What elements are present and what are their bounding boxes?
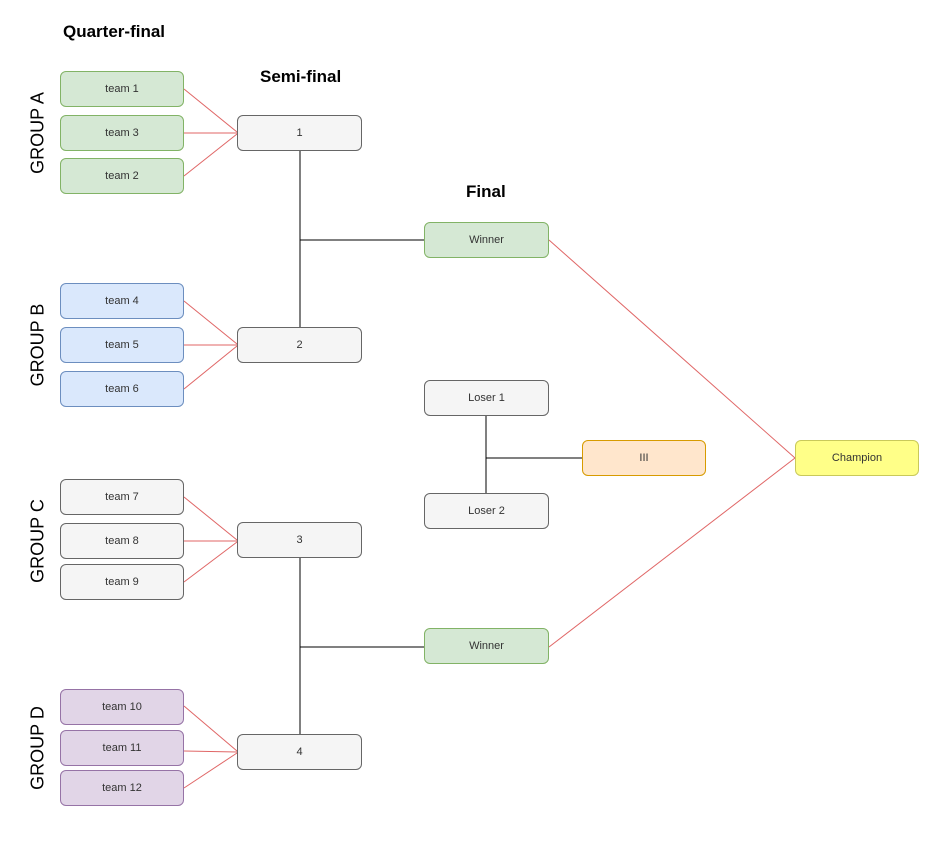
semi-final-node-4[interactable]: 4 — [237, 734, 362, 770]
connector-team12-semi4 — [183, 752, 238, 789]
connector-team4-semi2 — [183, 300, 238, 345]
team-node[interactable]: team 4 — [60, 283, 184, 319]
team-node[interactable]: team 10 — [60, 689, 184, 725]
team-node[interactable]: team 2 — [60, 158, 184, 194]
third-place-node[interactable]: III — [582, 440, 706, 476]
connector-team10-semi4 — [183, 705, 238, 752]
semi-final-title: Semi-final — [260, 67, 342, 86]
team-node[interactable]: team 7 — [60, 479, 184, 515]
connector-team6-semi2 — [183, 345, 238, 390]
connector-winner-bottom-champion — [548, 457, 796, 648]
final-title: Final — [466, 182, 506, 201]
semi-final-node-1[interactable]: 1 — [237, 115, 362, 151]
semi-final-node-2[interactable]: 2 — [237, 327, 362, 363]
connector-team9-semi3 — [183, 541, 238, 583]
connector-team2-semi1 — [183, 133, 238, 177]
connector-team11-semi4 — [183, 750, 238, 753]
team-node[interactable]: team 8 — [60, 523, 184, 559]
quarter-final-title: Quarter-final — [63, 22, 166, 41]
winner-node-top[interactable]: Winner — [424, 222, 549, 258]
team-node[interactable]: team 1 — [60, 71, 184, 107]
team-node[interactable]: team 9 — [60, 564, 184, 600]
champion-node[interactable]: Champion — [795, 440, 919, 476]
loser-1-node[interactable]: Loser 1 — [424, 380, 549, 416]
team-node[interactable]: team 5 — [60, 327, 184, 363]
team-node[interactable]: team 3 — [60, 115, 184, 151]
connector-team1-semi1 — [183, 88, 238, 133]
connector-winner-top-champion — [548, 239, 796, 459]
semi-final-node-3[interactable]: 3 — [237, 522, 362, 558]
team-node[interactable]: team 11 — [60, 730, 184, 766]
connector-team7-semi3 — [183, 496, 238, 541]
loser-2-node[interactable]: Loser 2 — [424, 493, 549, 529]
team-node[interactable]: team 6 — [60, 371, 184, 407]
team-node[interactable]: team 12 — [60, 770, 184, 806]
winner-node-bottom[interactable]: Winner — [424, 628, 549, 664]
